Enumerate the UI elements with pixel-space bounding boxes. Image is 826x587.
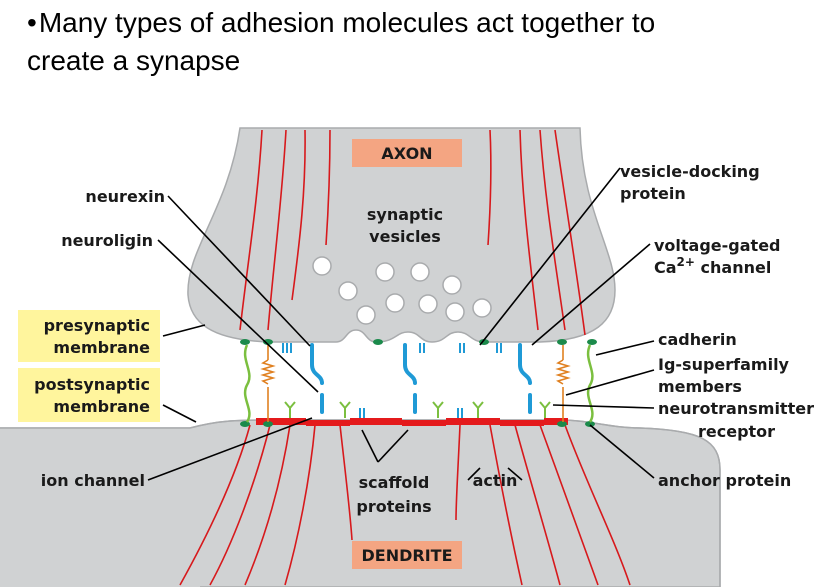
cadherin-right bbox=[586, 344, 594, 423]
dendrite-upper-edge bbox=[0, 419, 721, 587]
vesicle bbox=[410, 262, 430, 282]
vesicle bbox=[385, 293, 405, 313]
vesicle bbox=[442, 275, 462, 295]
label-neurotransmitter-2: receptor bbox=[698, 422, 775, 441]
postsynaptic-anchor-proteins bbox=[240, 421, 595, 427]
vesicle bbox=[445, 302, 465, 322]
scaffold-proteins bbox=[256, 418, 568, 426]
presynaptic-label-box bbox=[18, 310, 160, 362]
cadherin-left bbox=[243, 344, 251, 423]
leader-lines bbox=[147, 167, 655, 481]
axon-label: AXON bbox=[381, 144, 432, 163]
title-line-1-text: Many types of adhesion molecules act tog… bbox=[38, 7, 656, 38]
label-ca-superscript: 2+ bbox=[677, 255, 695, 269]
label-synaptic-vesicles-2: vesicles bbox=[369, 227, 441, 246]
vesicle bbox=[356, 305, 376, 325]
label-ion-channel: ion channel bbox=[41, 471, 145, 490]
label-anchor-protein: anchor protein bbox=[658, 471, 791, 490]
label-neuroligin: neuroligin bbox=[61, 231, 153, 250]
label-scaffold-2: proteins bbox=[356, 497, 431, 516]
title-line-1: •Many types of adhesion molecules act to… bbox=[27, 4, 817, 42]
axon-terminal bbox=[187, 127, 616, 343]
vesicle bbox=[312, 256, 332, 276]
label-vesicle-docking-2: protein bbox=[620, 184, 686, 203]
neurexin-neuroligin-pairs bbox=[310, 343, 532, 414]
slide-title: •Many types of adhesion molecules act to… bbox=[27, 4, 817, 80]
vesicle bbox=[472, 298, 492, 318]
label-actin: actin bbox=[473, 471, 518, 490]
label-voltage-gated-1: voltage-gated bbox=[654, 236, 781, 255]
label-ca: Ca bbox=[654, 258, 677, 277]
dendrite-left-fill bbox=[0, 428, 200, 587]
label-scaffold-1: scaffold bbox=[359, 473, 430, 492]
dendrite-label-box bbox=[352, 541, 462, 569]
postsynaptic-label-line2: membrane bbox=[53, 397, 150, 416]
vesicle bbox=[418, 294, 438, 314]
label-neurexin: neurexin bbox=[85, 187, 165, 206]
label-synaptic-vesicles-1: synaptic bbox=[367, 205, 443, 224]
label-channel: channel bbox=[695, 258, 771, 277]
dendrite-label: DENDRITE bbox=[362, 546, 453, 565]
postsynaptic-label-line1: postsynaptic bbox=[34, 375, 150, 394]
vesicle bbox=[375, 262, 395, 282]
dendrite-actin-filaments bbox=[179, 424, 631, 586]
presynaptic-docking-proteins bbox=[240, 339, 597, 345]
label-voltage-gated-2: Ca2+ channel bbox=[654, 255, 771, 277]
neurotransmitter-receptors bbox=[284, 401, 551, 418]
vesicle bbox=[338, 281, 358, 301]
label-vesicle-docking-1: vesicle-docking bbox=[620, 162, 760, 181]
label-ig-superfamily-2: members bbox=[658, 377, 742, 396]
synaptic-vesicles bbox=[312, 256, 492, 325]
ion-channels bbox=[282, 343, 502, 418]
title-line-2: create a synapse bbox=[27, 45, 241, 76]
title-bullet: • bbox=[27, 7, 37, 38]
ig-superfamily-right bbox=[555, 345, 571, 422]
label-ig-superfamily-1: Ig-superfamily bbox=[658, 355, 790, 374]
presynaptic-label-line1: presynaptic bbox=[44, 316, 150, 335]
postsynaptic-label-box bbox=[18, 368, 160, 422]
label-cadherin: cadherin bbox=[658, 330, 737, 349]
ig-superfamily-left bbox=[260, 345, 276, 422]
axon-label-box bbox=[352, 139, 462, 167]
label-neurotransmitter-1: neurotransmitter bbox=[658, 399, 814, 418]
presynaptic-label-line2: membrane bbox=[53, 338, 150, 357]
